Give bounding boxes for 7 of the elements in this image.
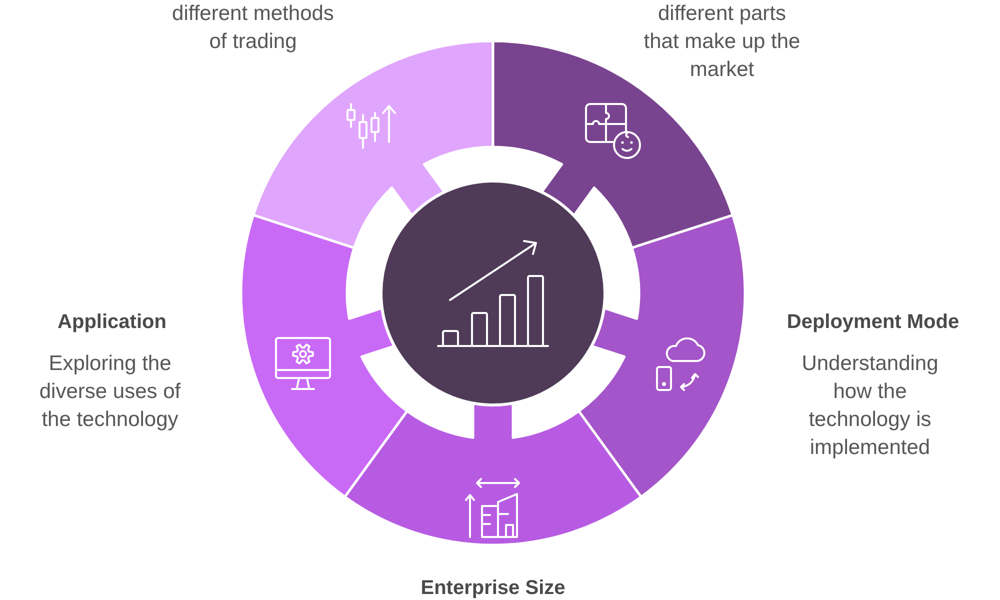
section-description: Exploring the diverse uses of the technology xyxy=(38,351,182,433)
section-heading: Application xyxy=(58,310,166,335)
section-heading: Deployment Mode xyxy=(786,310,960,335)
section-description: different methods of trading xyxy=(171,1,335,55)
section-heading: Enterprise Size xyxy=(420,576,566,600)
section-description: different parts that make up the market xyxy=(642,1,802,83)
section-description: Understanding how the technology is implemented xyxy=(800,351,940,461)
